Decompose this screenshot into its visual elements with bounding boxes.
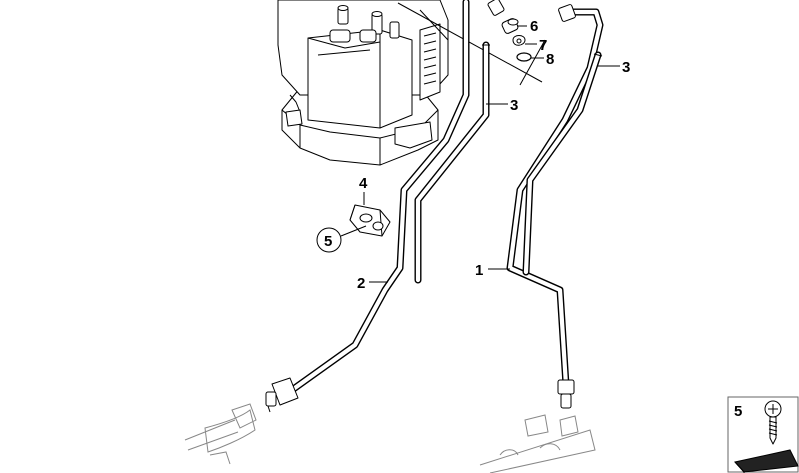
svg-text:8: 8 bbox=[546, 51, 554, 68]
screw-legend-box: 5 bbox=[727, 396, 799, 473]
brake-pipe-2[interactable] bbox=[288, 0, 470, 394]
svg-text:6: 6 bbox=[530, 18, 538, 35]
svg-text:7: 7 bbox=[539, 37, 547, 54]
brake-pipe-3-left[interactable] bbox=[414, 41, 490, 284]
pipe-clip-4[interactable] bbox=[349, 204, 391, 237]
brake-pipe-1[interactable] bbox=[506, 8, 604, 389]
adapter-part-6[interactable] bbox=[501, 18, 519, 35]
screw-icon bbox=[764, 400, 782, 445]
fitting-leaders bbox=[397, 2, 546, 86]
callout-1: 1 bbox=[475, 262, 510, 279]
brake-line-connector-left bbox=[184, 403, 257, 465]
callout-6: 6 bbox=[517, 18, 538, 35]
callout-5: 5 bbox=[316, 225, 367, 253]
svg-text:5: 5 bbox=[324, 233, 332, 250]
callout-7: 7 bbox=[525, 37, 547, 54]
callout-4: 4 bbox=[359, 175, 368, 205]
svg-text:4: 4 bbox=[359, 175, 368, 192]
callout-2: 2 bbox=[357, 275, 388, 292]
pipe-end-fitting-left[interactable] bbox=[265, 377, 299, 413]
svg-text:5: 5 bbox=[734, 403, 742, 420]
svg-text:3: 3 bbox=[510, 97, 518, 114]
o-ring-8[interactable] bbox=[516, 52, 532, 62]
svg-text:3: 3 bbox=[622, 59, 630, 76]
svg-text:2: 2 bbox=[357, 275, 365, 292]
brake-pipe-3-right[interactable] bbox=[522, 51, 603, 276]
union-nut-fitting[interactable] bbox=[487, 0, 576, 22]
callout-3-right: 3 bbox=[598, 59, 630, 76]
hydraulic-unit[interactable] bbox=[277, 0, 449, 166]
pipe-end-fitting-right[interactable] bbox=[557, 379, 575, 409]
seal-ring-7[interactable] bbox=[512, 35, 526, 46]
callout-3-left: 3 bbox=[486, 97, 518, 114]
callout-8: 8 bbox=[531, 51, 554, 68]
svg-text:1: 1 bbox=[475, 262, 483, 279]
master-cylinder bbox=[479, 414, 596, 473]
